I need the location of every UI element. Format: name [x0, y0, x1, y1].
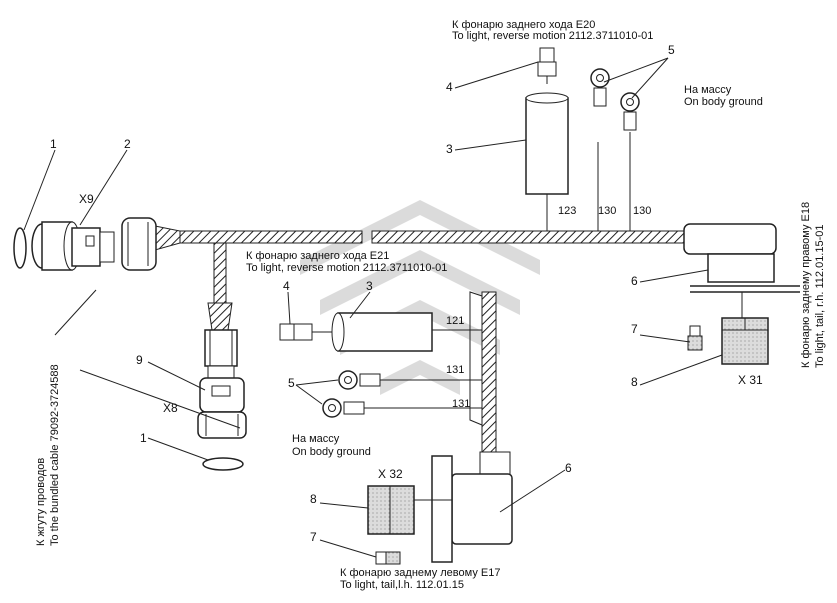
connector-x9-label: X9: [79, 192, 94, 206]
callout-8-block-x32: 8: [310, 492, 317, 506]
wire-121-label: 121: [446, 315, 465, 327]
ground-mid-label-ru: На массу: [292, 433, 340, 445]
harness-trunk: [154, 225, 685, 251]
connector-x8-label: X8: [163, 401, 178, 415]
callout-leaders: [23, 57, 723, 558]
e20-label-ru: К фонарю заднего хода E20: [452, 19, 596, 31]
bundle-label-ru: К жгуту проводов: [35, 457, 47, 546]
callout-4-terminal-mid: 4: [283, 279, 290, 293]
ground-mid-label-en: On body ground: [292, 446, 371, 458]
callout-3-tube-mid: 3: [366, 279, 373, 293]
callout-7-terminal-x32: 7: [310, 530, 317, 544]
e18-label-en: To light, tail, r.h. 112.01.15-01: [814, 224, 826, 369]
terminal-mid: [279, 323, 332, 341]
ground-top-label-en: On body ground: [684, 96, 763, 108]
terminal-top: [537, 47, 557, 84]
socket-e18: [683, 223, 800, 318]
tube-e20: [525, 92, 569, 231]
x8-connector: [197, 329, 247, 471]
tube-e21: [331, 312, 482, 352]
wire-131-label-a: 131: [446, 364, 465, 376]
callout-1-ring-x8: 1: [140, 431, 147, 445]
callout-5-ring-top: 5: [668, 43, 675, 57]
e21-label-ru: К фонарю заднего хода E21: [246, 250, 390, 262]
callout-4-terminal-top: 4: [446, 80, 453, 94]
callout-6-socket-right: 6: [631, 274, 638, 288]
callout-8-block-right: 8: [631, 375, 638, 389]
branch-x8: [207, 242, 233, 331]
connector-x32-label: X 32: [378, 467, 403, 481]
e18-label-ru: К фонарю заднему правому E18: [800, 201, 812, 368]
x31-block: [721, 317, 769, 365]
x32-block: [367, 485, 415, 535]
socket-e17: [412, 451, 513, 563]
ring-terminals-top: [590, 68, 640, 231]
callout-2-connector: 2: [124, 137, 131, 151]
e21-label-en: To light, reverse motion 2112.3711010-01: [246, 262, 448, 274]
wire-131-label-b: 131: [452, 398, 471, 410]
e17-label-ru: К фонарю заднему левому E17: [340, 567, 501, 579]
wire-130-label-a: 130: [598, 205, 617, 217]
e20-label-en: To light, reverse motion 2112.3711010-01: [452, 30, 654, 42]
ground-top-label-ru: На массу: [684, 84, 732, 96]
e17-label-en: To light, tail,l.h. 112.01.15: [340, 579, 464, 591]
watermark-logo: [300, 200, 540, 395]
callout-9-x8: 9: [136, 353, 143, 367]
bundle-label-en: To the bundled cable 79092-3724588: [49, 364, 61, 546]
terminal-x31: [687, 325, 703, 351]
terminal-x32: [375, 551, 401, 565]
wire-123-label: 123: [558, 205, 577, 217]
callout-3-tube-top: 3: [446, 142, 453, 156]
ring-terminals-mid: [322, 370, 482, 418]
callout-5-ring-mid: 5: [288, 376, 295, 390]
wire-130-label-b: 130: [633, 205, 652, 217]
callout-7-terminal-right: 7: [631, 322, 638, 336]
connector-x31-label: X 31: [738, 373, 763, 387]
callout-6-socket-bottom: 6: [565, 461, 572, 475]
callout-1-ring: 1: [50, 137, 57, 151]
branch-e17: [469, 291, 497, 453]
x9-connector: [13, 217, 157, 271]
